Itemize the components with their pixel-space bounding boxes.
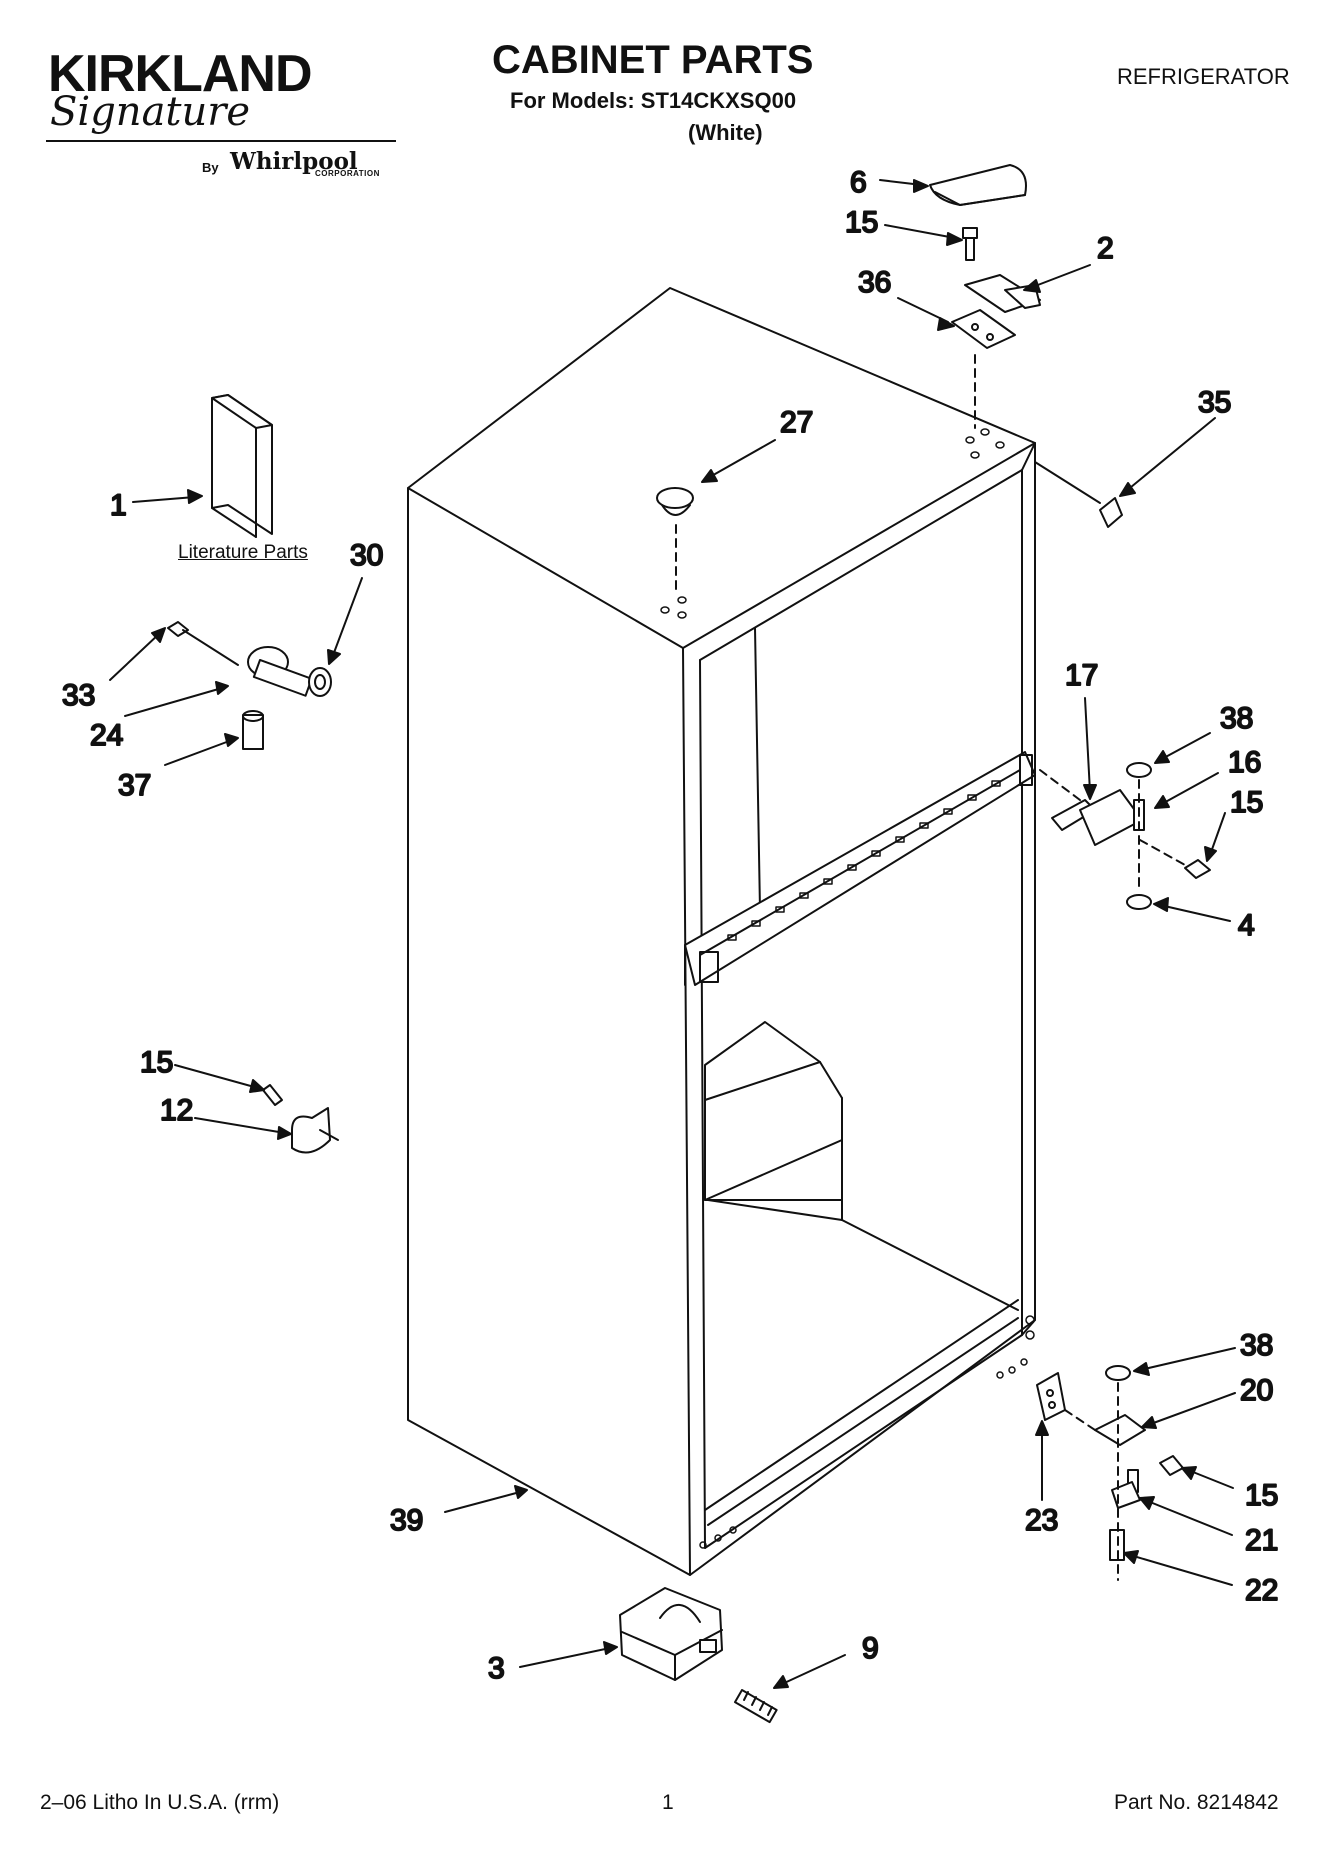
callout-15: 15: [1230, 786, 1263, 819]
maker-subtext: CORPORATION: [315, 169, 380, 178]
model-line: For Models: ST14CKXSQ00: [510, 88, 797, 113]
callout-15: 15: [140, 1046, 173, 1079]
leader-line: [1034, 461, 1101, 504]
callout-24: 24: [90, 719, 123, 752]
callout-37: 37: [118, 769, 151, 802]
callout-2: 2: [1097, 232, 1114, 265]
callout-23: 23: [1025, 1504, 1058, 1537]
hinge-cover-part: [929, 164, 1027, 206]
footer-print-info: 2–06 Litho In U.S.A. (rrm): [40, 1791, 280, 1814]
bottom-holes: [699, 1315, 1035, 1549]
callout-15: 15: [1245, 1479, 1278, 1512]
leveling-screw-part: [734, 1689, 778, 1724]
leader-arrows: [109, 179, 1236, 1689]
callout-38: 38: [1220, 702, 1253, 735]
center-hinge-part: [1051, 762, 1211, 910]
brand-logo: KIRKLAND: [48, 45, 313, 103]
hole-plug-part: [656, 487, 694, 516]
callout-30: 30: [350, 539, 383, 572]
callout-20: 20: [1240, 1374, 1273, 1407]
page-title: CABINET PARTS: [492, 38, 814, 82]
leveling-leg-part: [619, 1587, 723, 1681]
callout-4: 4: [1238, 909, 1255, 942]
product-category: REFRIGERATOR: [1117, 64, 1290, 89]
callout-35: 35: [1198, 386, 1231, 419]
callout-38: 38: [1240, 1329, 1273, 1362]
handle-mount-part: [167, 621, 332, 750]
callout-6: 6: [850, 166, 867, 199]
callout-1: 1: [110, 489, 127, 522]
top-holes: [660, 428, 1005, 619]
literature-booklet: [211, 394, 273, 538]
callout-15: 15: [845, 206, 878, 239]
callout-3: 3: [488, 1652, 505, 1685]
callout-27: 27: [780, 406, 813, 439]
literature-parts-label: Literature Parts: [178, 542, 308, 563]
maker-logo: Whirlpool: [230, 148, 358, 175]
callout-21: 21: [1245, 1524, 1278, 1557]
brand-divider: [46, 140, 396, 142]
brand-by: By: [202, 160, 219, 175]
part-number: Part No. 8214842: [1114, 1791, 1279, 1814]
lower-hinge-part: [1036, 1365, 1184, 1561]
leader-dash: [1139, 839, 1186, 866]
clip-part: [1099, 497, 1123, 528]
top-hinge-part: [964, 274, 1041, 313]
screw-part: [962, 227, 978, 261]
leader-dash: [1064, 1409, 1096, 1431]
leader-dash: [1039, 769, 1081, 801]
callout-12: 12: [160, 1094, 193, 1127]
callout-33: 33: [62, 679, 95, 712]
divider-rail: [684, 751, 1036, 986]
hinge-shim-part: [951, 309, 1016, 349]
callout-17: 17: [1065, 659, 1098, 692]
callout-22: 22: [1245, 1574, 1278, 1607]
callout-16: 16: [1228, 746, 1261, 779]
brand-signature: Signature: [50, 89, 251, 135]
model-variant: (White): [688, 120, 763, 145]
handle-cap-part: [262, 1084, 339, 1154]
callout-9: 9: [862, 1632, 879, 1665]
callout-39: 39: [390, 1504, 423, 1537]
crisper-cover: [704, 1021, 843, 1221]
page-number: 1: [662, 1791, 674, 1814]
callout-36: 36: [858, 266, 891, 299]
